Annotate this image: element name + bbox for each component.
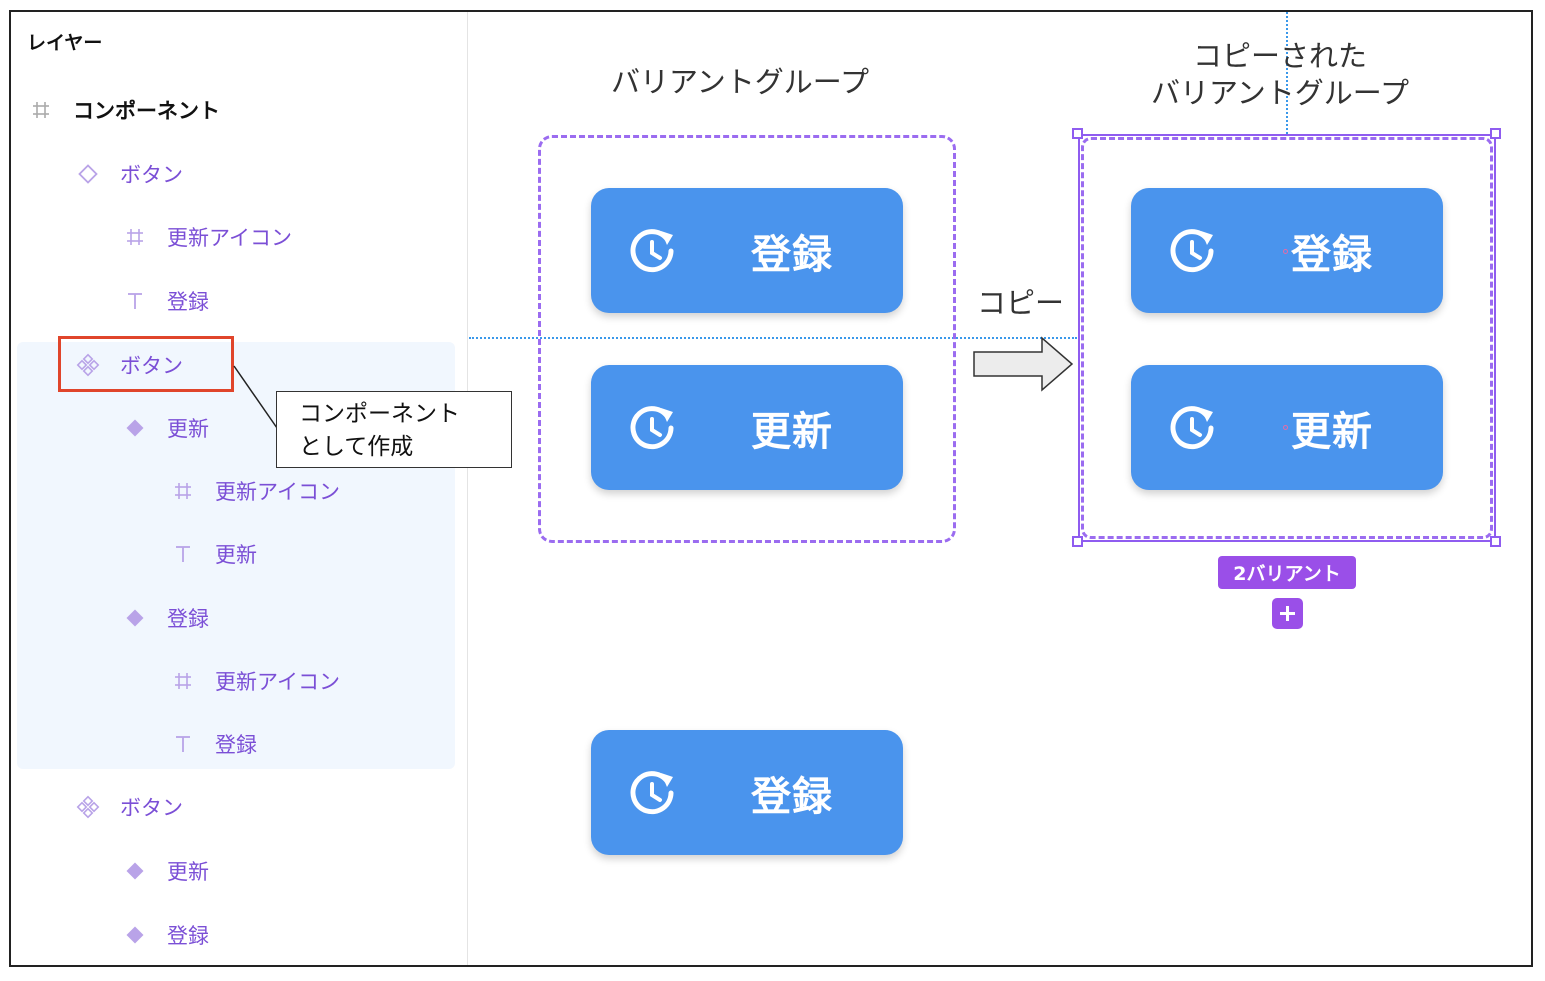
layer-row-variant-update[interactable]: 更新 xyxy=(123,408,209,448)
button-label: 更新 xyxy=(1291,409,1373,455)
component-diamond-icon xyxy=(123,859,147,883)
text-t-icon xyxy=(171,542,195,566)
layer-row-variant-register-2[interactable]: 登録 xyxy=(123,915,209,955)
button-label: 登録 xyxy=(1291,232,1373,278)
component-set-icon xyxy=(76,795,100,819)
register-button-variant[interactable]: 登録 xyxy=(591,188,903,313)
plus-icon xyxy=(1280,606,1295,621)
resize-handle-bottom-right[interactable] xyxy=(1490,536,1501,547)
horizontal-guide xyxy=(469,337,1077,339)
layer-row-text-register-1[interactable]: 登録 xyxy=(123,281,209,321)
screenshot-frame xyxy=(9,10,1533,967)
refresh-clock-icon xyxy=(1170,229,1214,273)
component-diamond-icon xyxy=(123,416,147,440)
layer-label: 更新アイコン xyxy=(215,480,340,504)
layer-row-update-icon-1[interactable]: 更新アイコン xyxy=(123,217,292,257)
frame-hash-icon xyxy=(171,669,195,693)
variant-count-badge: 2バリアント xyxy=(1218,556,1356,589)
layer-label: ボタン xyxy=(120,796,183,820)
layer-row-variant-register[interactable]: 登録 xyxy=(123,598,209,638)
layer-label: 更新 xyxy=(167,860,209,884)
layer-label: 登録 xyxy=(167,290,209,314)
refresh-clock-icon xyxy=(630,229,674,273)
layer-row-button-set-selected[interactable]: ボタン xyxy=(76,345,183,385)
text-t-icon xyxy=(171,732,195,756)
frame-hash-icon xyxy=(29,98,53,122)
frame-hash-icon xyxy=(123,225,147,249)
refresh-clock-icon xyxy=(1170,406,1214,450)
copied-group-title-line-2: バリアントグループ xyxy=(1150,76,1410,110)
text-t-icon xyxy=(123,289,147,313)
layer-label: ボタン xyxy=(120,354,183,378)
vertical-guide xyxy=(1286,12,1288,134)
layer-label: 登録 xyxy=(167,924,209,948)
layer-row-variant-update-2[interactable]: 更新 xyxy=(123,851,209,891)
layer-label: コンポーネント xyxy=(73,99,220,123)
button-label: 登録 xyxy=(751,232,833,278)
add-variant-button[interactable] xyxy=(1272,598,1303,629)
callout-note: コンポーネント として作成 xyxy=(276,391,512,468)
anchor-dot xyxy=(1283,249,1288,254)
resize-handle-top-right[interactable] xyxy=(1490,128,1501,139)
layer-row-components[interactable]: コンポーネント xyxy=(29,90,220,130)
resize-handle-top-left[interactable] xyxy=(1072,128,1083,139)
copy-label: コピー xyxy=(977,286,1065,320)
layer-label: 登録 xyxy=(215,733,257,757)
layer-row-text-update[interactable]: 更新 xyxy=(171,534,257,574)
refresh-clock-icon xyxy=(630,771,674,815)
layer-row-update-icon-3[interactable]: 更新アイコン xyxy=(171,661,340,701)
update-button-variant[interactable]: 更新 xyxy=(591,365,903,490)
frame-hash-icon xyxy=(171,479,195,503)
component-diamond-icon xyxy=(123,606,147,630)
highlight-box xyxy=(58,336,234,392)
layer-label: 登録 xyxy=(167,607,209,631)
component-diamond-icon xyxy=(123,923,147,947)
layer-label: 更新アイコン xyxy=(167,226,292,250)
layer-label: ボタン xyxy=(120,163,183,187)
copied-register-button[interactable]: 登録 xyxy=(1131,188,1443,313)
button-label: 登録 xyxy=(751,774,833,820)
right-arrow-icon xyxy=(973,336,1074,392)
layer-label: 更新 xyxy=(215,543,257,567)
layer-row-button-set-2[interactable]: ボタン xyxy=(76,787,183,827)
component-outline-diamond-icon xyxy=(76,162,100,186)
layer-row-button-1[interactable]: ボタン xyxy=(76,154,183,194)
refresh-clock-icon xyxy=(630,406,674,450)
copied-group-selection[interactable] xyxy=(1078,134,1496,542)
callout-line-2: として作成 xyxy=(299,434,414,460)
layer-row-update-icon-2[interactable]: 更新アイコン xyxy=(171,471,340,511)
button-label: 更新 xyxy=(751,409,833,455)
component-set-icon xyxy=(76,353,100,377)
variant-group-title: バリアントグループ xyxy=(610,65,870,99)
resize-handle-bottom-left[interactable] xyxy=(1072,536,1083,547)
copied-group-frame xyxy=(1081,137,1493,539)
variant-group-frame[interactable] xyxy=(538,135,956,543)
layer-label: 更新 xyxy=(167,417,209,441)
register-button-instance[interactable]: 登録 xyxy=(591,730,903,855)
copied-group-title-line-1: コピーされた xyxy=(1192,39,1367,73)
callout-line-1: コンポーネント xyxy=(299,401,460,427)
layers-panel-title: レイヤー xyxy=(27,32,103,54)
layer-label: 更新アイコン xyxy=(215,670,340,694)
layer-row-text-register-2[interactable]: 登録 xyxy=(171,724,257,764)
anchor-dot xyxy=(1283,425,1288,430)
